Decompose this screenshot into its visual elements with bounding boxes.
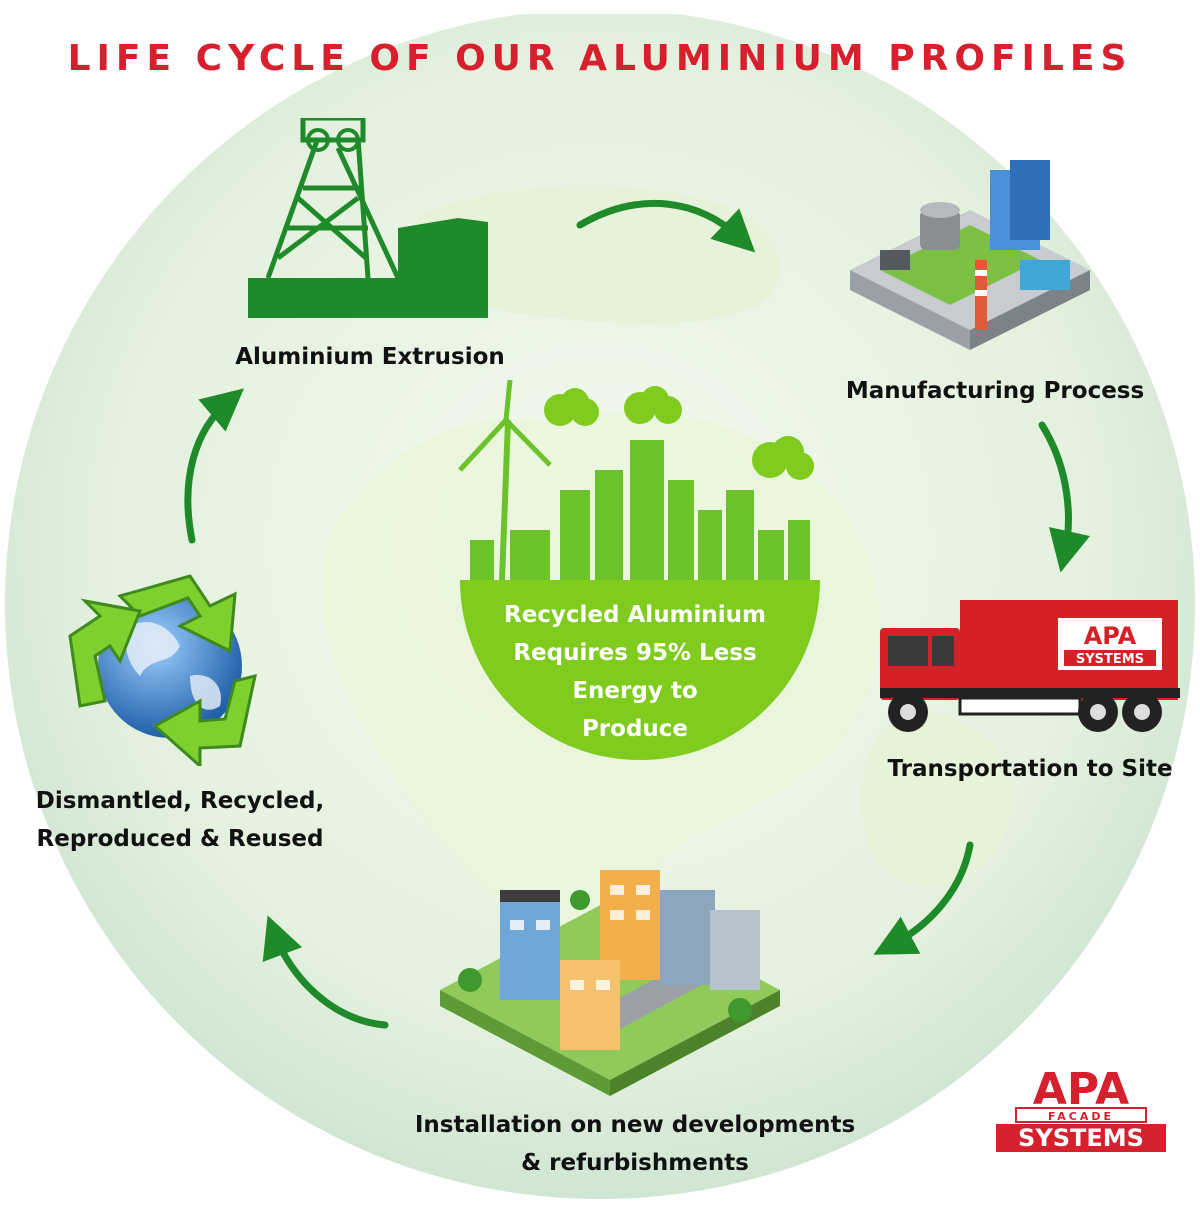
stage-label-manufacturing: Manufacturing Process <box>845 378 1145 404</box>
center-line-2: Requires 95% Less <box>513 640 757 666</box>
brand-logo: APA FACADE SYSTEMS <box>996 1064 1166 1152</box>
brand-logo-middle: FACADE <box>1048 1110 1114 1123</box>
center-line-4: Produce <box>581 716 689 742</box>
stage-label-extrusion: Aluminium Extrusion <box>235 344 505 370</box>
page-title: LIFE CYCLE OF OUR ALUMINIUM PROFILES <box>67 38 1133 79</box>
brand-logo-bottom: SYSTEMS <box>1018 1124 1144 1152</box>
truck-icon: APA SYSTEMS <box>880 600 1180 732</box>
center-line-1: Recycled Aluminium <box>503 602 767 628</box>
center-line-3: Energy to <box>572 678 698 704</box>
brand-logo-top: APA <box>1033 1064 1129 1115</box>
green-city-icon <box>458 380 820 760</box>
recycle-line-1: Dismantled, Recycled, <box>35 788 325 814</box>
center-message: Recycled Aluminium Requires 95% Less Ene… <box>470 596 800 748</box>
truck-logo-bottom: SYSTEMS <box>1076 652 1144 667</box>
recycle-line-2: Reproduced & Reused <box>36 826 324 852</box>
stage-label-transportation: Transportation to Site <box>887 756 1173 782</box>
mine-headframe-icon <box>248 118 488 318</box>
stage-label-recycle: Dismantled, Recycled, Reproduced & Reuse… <box>0 782 360 858</box>
truck-logo-top: APA <box>1084 622 1137 650</box>
installation-line-2: & refurbishments <box>521 1150 749 1176</box>
city-buildings-icon <box>440 870 780 1096</box>
factory-icon <box>850 160 1090 350</box>
installation-line-1: Installation on new developments <box>414 1112 856 1138</box>
stage-label-installation: Installation on new developments & refur… <box>380 1106 890 1182</box>
recycle-globe-icon <box>68 574 257 766</box>
